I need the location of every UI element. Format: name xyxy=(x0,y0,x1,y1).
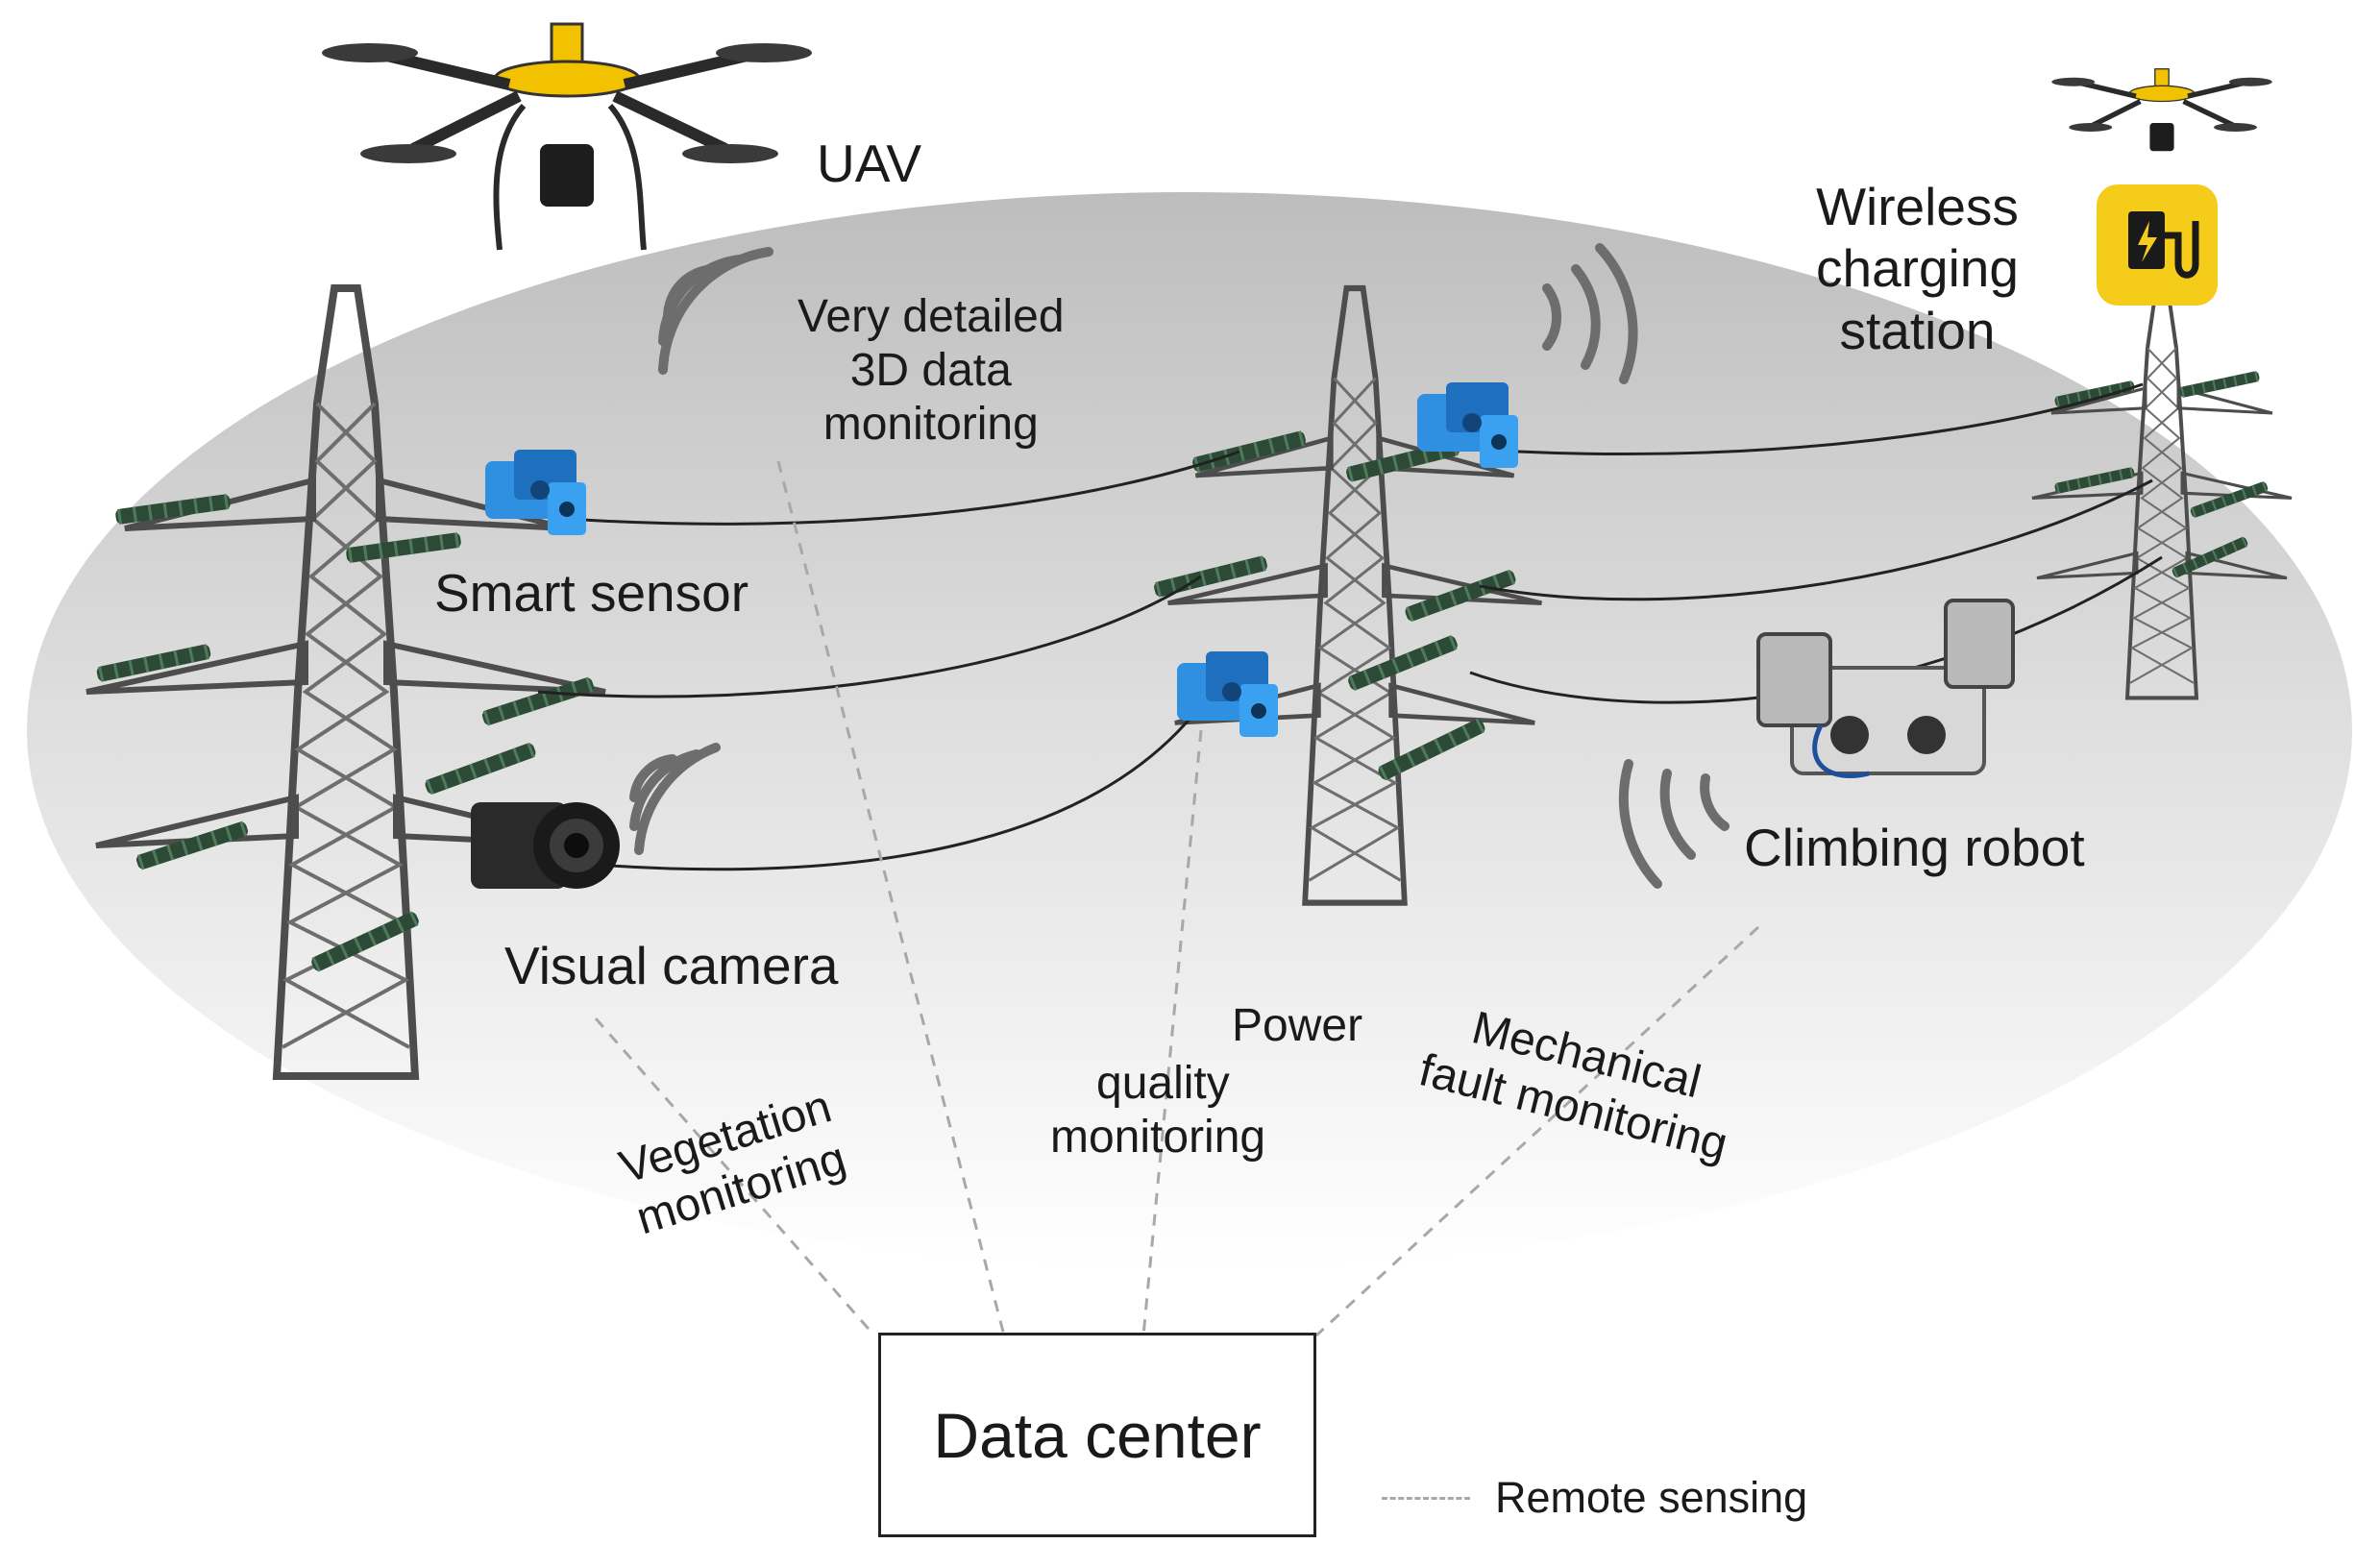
wireless-signal-icon xyxy=(629,243,1730,889)
power-label: Power xyxy=(1232,1000,1363,1051)
climbing-robot-icon xyxy=(1756,599,2015,779)
smart-sensor-label: Smart sensor xyxy=(434,563,749,623)
remote-sensing-legend-line xyxy=(1382,1496,1470,1500)
drone-icon xyxy=(2051,68,2272,152)
legend: Remote sensing xyxy=(1382,1473,1807,1523)
remote-sensing-legend-label: Remote sensing xyxy=(1495,1473,1808,1522)
uav-label: UAV xyxy=(817,134,922,193)
camera-icon xyxy=(471,802,620,889)
wireless-charging-label: Wireless charging station xyxy=(1816,177,2019,360)
climbing-robot-label: Climbing robot xyxy=(1744,818,2085,877)
scene-background xyxy=(27,192,2352,1268)
power-quality-label: quality monitoring xyxy=(1050,1058,1266,1164)
detailed-3d-label: Very detailed 3D data monitoring xyxy=(797,291,1065,451)
drone-icon xyxy=(322,22,812,251)
data-center-box: Data center xyxy=(878,1333,1316,1537)
ev-charging-icon xyxy=(2097,184,2218,306)
conductor-lines xyxy=(537,382,2163,871)
visual-camera-label: Visual camera xyxy=(504,936,839,995)
data-center-label: Data center xyxy=(933,1399,1262,1471)
remote-sensing-lines xyxy=(594,460,1760,1337)
